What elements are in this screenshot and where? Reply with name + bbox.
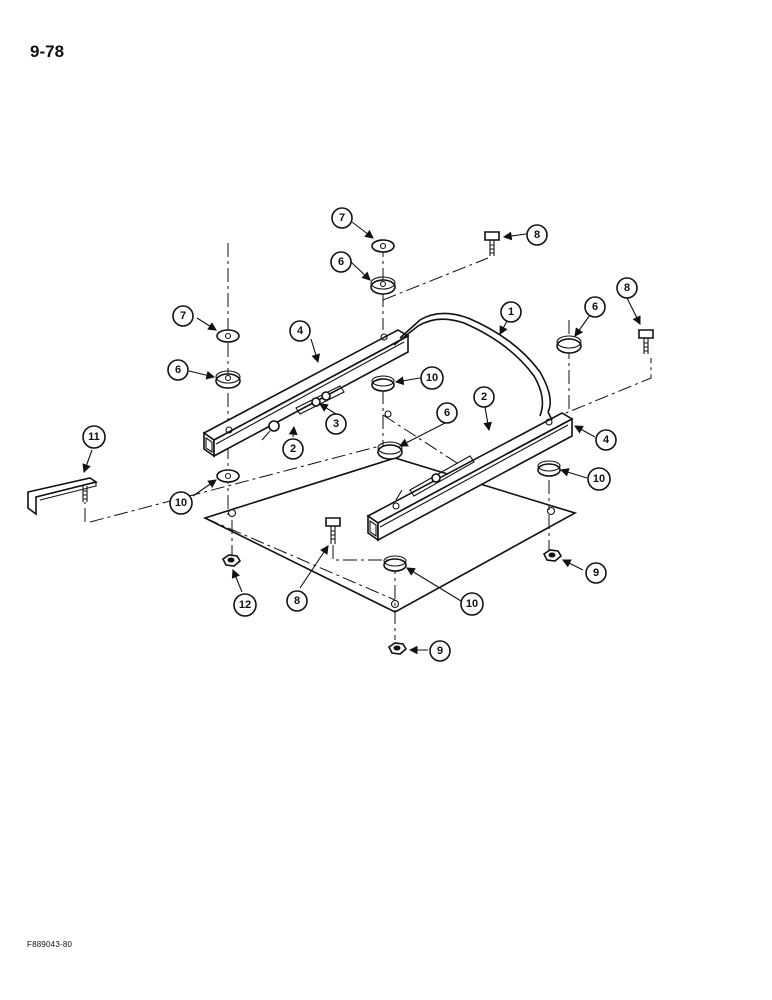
- leader-lines: [82, 221, 641, 655]
- figure-code: F889043-80: [27, 940, 73, 949]
- callout-9-bottom: 9: [429, 640, 451, 662]
- callout-11: 11: [82, 425, 106, 449]
- alignment-lines: [84, 243, 652, 640]
- svg-text:8: 8: [534, 229, 540, 241]
- callout-10-left: 10: [169, 491, 193, 515]
- callout-6-right: 6: [584, 296, 606, 318]
- callout-2-left: 2: [282, 438, 304, 460]
- callout-8-bottom: 8: [286, 590, 308, 612]
- svg-text:10: 10: [175, 497, 187, 509]
- svg-text:1: 1: [508, 306, 514, 318]
- svg-text:8: 8: [624, 282, 630, 294]
- right-slide-rail: [366, 412, 574, 542]
- callout-6-center: 6: [436, 402, 458, 424]
- callout-10-right: 10: [587, 467, 611, 491]
- svg-text:7: 7: [339, 212, 345, 224]
- svg-text:4: 4: [297, 325, 304, 337]
- callout-7-top: 7: [331, 207, 353, 229]
- svg-text:2: 2: [481, 391, 487, 403]
- svg-text:4: 4: [603, 434, 610, 446]
- svg-text:11: 11: [88, 431, 100, 443]
- svg-text:10: 10: [466, 598, 478, 610]
- callout-7-left: 7: [172, 305, 194, 327]
- callout-4-left: 4: [289, 320, 311, 342]
- callout-6-left: 6: [167, 359, 189, 381]
- callout-10-center: 10: [420, 366, 444, 390]
- left-slide-rail: [202, 329, 410, 458]
- svg-text:9: 9: [437, 645, 443, 657]
- callout-2-right: 2: [473, 386, 495, 408]
- svg-text:6: 6: [175, 364, 181, 376]
- svg-text:6: 6: [338, 256, 344, 268]
- svg-text:9: 9: [593, 567, 599, 579]
- callout-10-bottom: 10: [460, 592, 484, 616]
- callout-9-right: 9: [585, 562, 607, 584]
- callout-12: 12: [233, 593, 257, 617]
- callout-3: 3: [325, 413, 347, 435]
- svg-text:6: 6: [444, 407, 450, 419]
- callout-1: 1: [500, 301, 522, 323]
- svg-text:7: 7: [180, 310, 186, 322]
- adjusting-bar: [393, 312, 553, 421]
- callout-6-top: 6: [330, 251, 352, 273]
- page-number: 9-78: [30, 42, 65, 61]
- callout-8-right: 8: [616, 277, 638, 299]
- svg-text:6: 6: [592, 301, 598, 313]
- svg-text:10: 10: [593, 473, 605, 485]
- mounting-plate: [202, 457, 578, 613]
- svg-text:12: 12: [239, 599, 251, 611]
- hardware: [27, 231, 654, 655]
- svg-text:10: 10: [426, 372, 438, 384]
- svg-text:3: 3: [333, 418, 339, 430]
- svg-text:2: 2: [290, 443, 296, 455]
- callout-4-right: 4: [595, 429, 617, 451]
- svg-text:8: 8: [294, 595, 300, 607]
- callout-8-top: 8: [526, 224, 548, 246]
